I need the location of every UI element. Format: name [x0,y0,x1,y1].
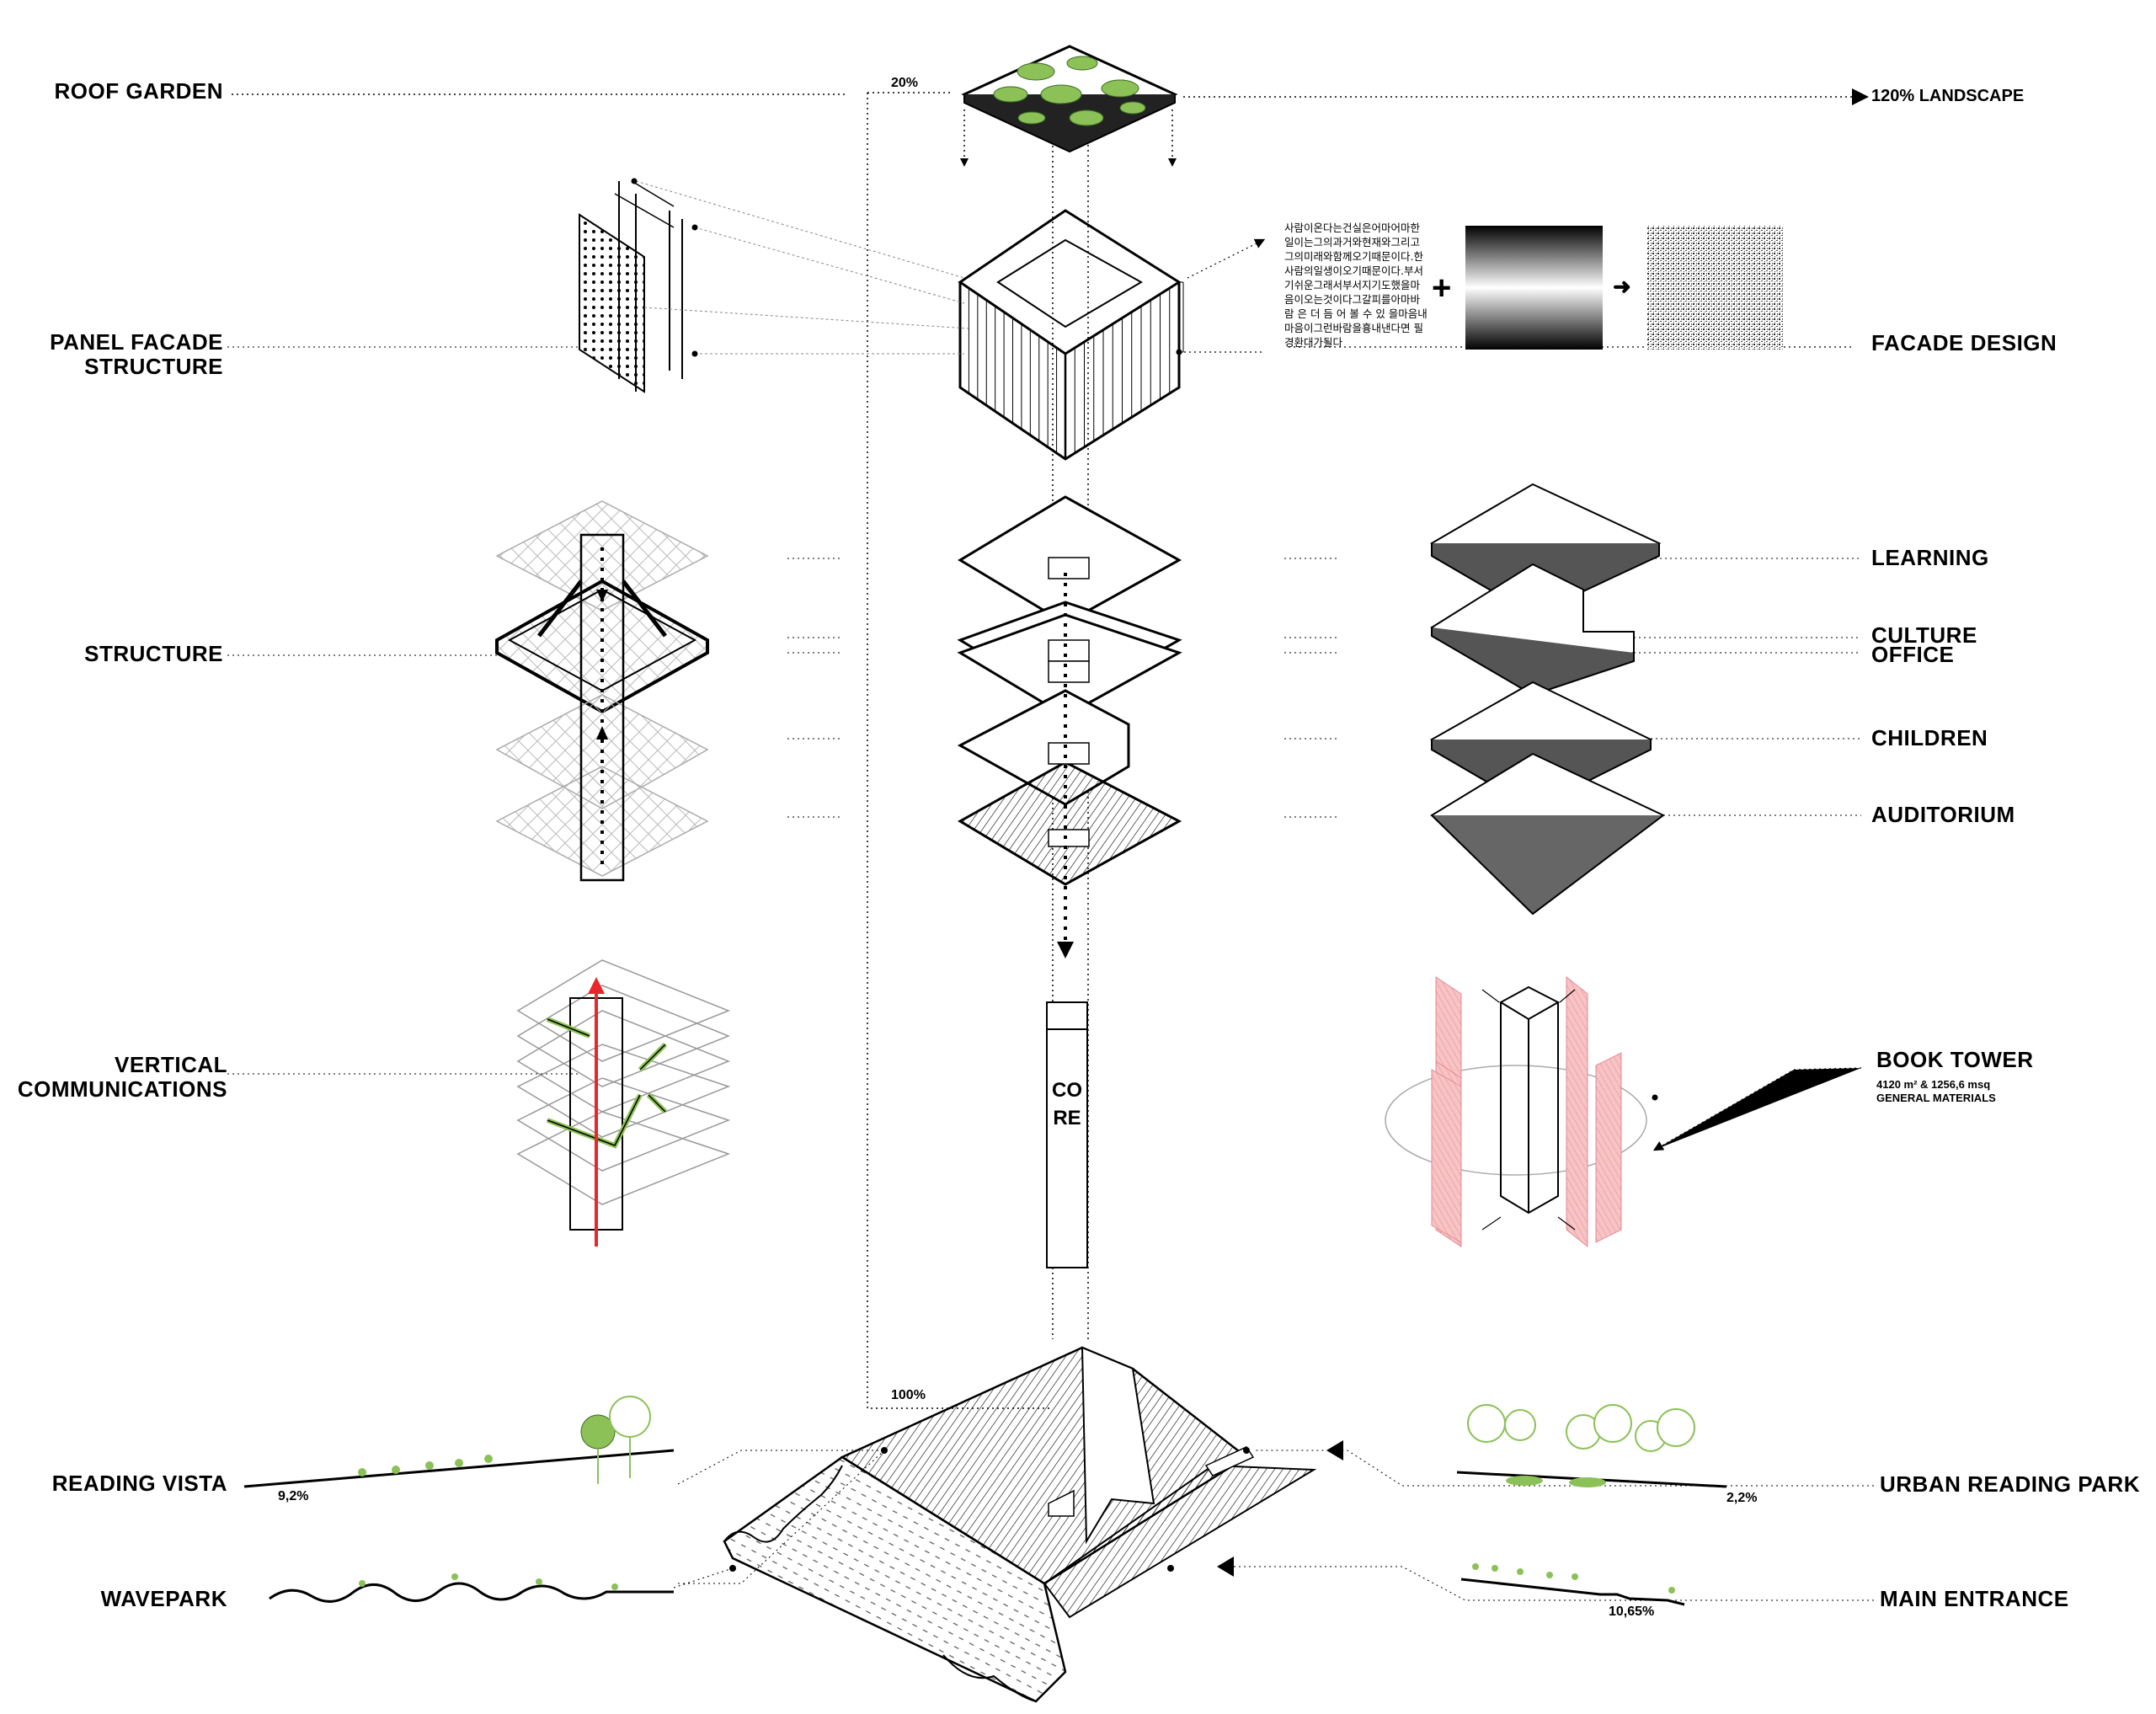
facade-gradient-swatch [1465,226,1603,350]
pct-main-entrance: 10,65% [1609,1605,1655,1619]
label-landscape: 120% LANDSCAPE [1871,87,2025,105]
wavepark-section [269,1573,674,1603]
pct-reading-vista: 9,2% [278,1489,309,1503]
label-panel-facade: PANEL FACADE [50,329,223,355]
pct-top: 20% [891,76,919,90]
programme-slabs [1429,483,1666,916]
facade-leader-top [1187,238,1266,279]
entrance-arrow-lower [1217,1556,1234,1577]
label-urban-reading-park: URBAN READING PARK [1880,1471,2140,1497]
label-main-entrance: MAIN ENTRANCE [1880,1586,2069,1611]
label-wavepark: WAVEPARK [100,1586,227,1611]
book-tower-leader [1652,1067,1862,1151]
label-culture: CULTURE [1871,622,1977,648]
roof-garden-plate [960,45,1178,167]
panel-facade-detail [579,178,969,393]
site-dots [729,1447,1250,1572]
label-vertical: VERTICAL [115,1052,227,1077]
facade-cube [958,209,1182,461]
core-label: CORE [1052,1079,1082,1129]
label-facade-design: FACADE DESIGN [1871,330,2057,355]
entrance-arrow-upper [1326,1440,1343,1460]
structure-leaders [227,558,1339,818]
label-book-tower-area: 4120 m² & 1256,6 msq [1876,1078,1991,1091]
plus-symbol: + [1432,270,1452,307]
main-entrance-section [1460,1563,1685,1606]
core-column [1046,1001,1088,1268]
core-boxes-center [1048,557,1090,847]
pct-bottom: 100% [891,1388,926,1402]
site-model [723,1346,1317,1703]
arrow-symbol: ➜ [1613,274,1632,299]
urban-park-section [1456,1404,1727,1488]
label-panel-facade-structure: STRUCTURE [84,354,223,379]
label-auditorium: AUDITORIUM [1871,802,2015,827]
book-tower-diagram [1385,975,1647,1248]
floor-plates-center [957,495,1182,886]
pct-urban-park: 2,2% [1726,1491,1758,1505]
label-reading-vista: READING VISTA [51,1471,227,1496]
label-office: OFFICE [1871,642,1955,667]
label-book-tower-materials: GENERAL MATERIALS [1876,1092,1996,1104]
facade-dot [1176,349,1182,355]
vertical-communications-diagram [516,959,731,1247]
core-down-arrowhead [1057,942,1074,958]
label-book-tower: BOOK TOWER [1876,1047,2034,1072]
label-structure: STRUCTURE [84,641,223,666]
label-learning: LEARNING [1871,545,1989,570]
site-leaders [673,1450,1874,1601]
label-communications: COMMUNICATIONS [17,1076,227,1102]
facade-korean-text: 사람이온다는건실은어마어마한일이는그의과거와현재와그리고그의미래와함께오기때문이… [1284,222,1428,349]
label-roof-garden: ROOF GARDEN [54,78,223,104]
structure-diagram [495,500,709,882]
reading-vista-section [243,1396,675,1488]
label-children: CHILDREN [1871,725,1988,750]
book-tower-dot [1652,1094,1658,1101]
programme-leaders [1634,558,1861,816]
facade-noise-swatch [1646,226,1784,350]
